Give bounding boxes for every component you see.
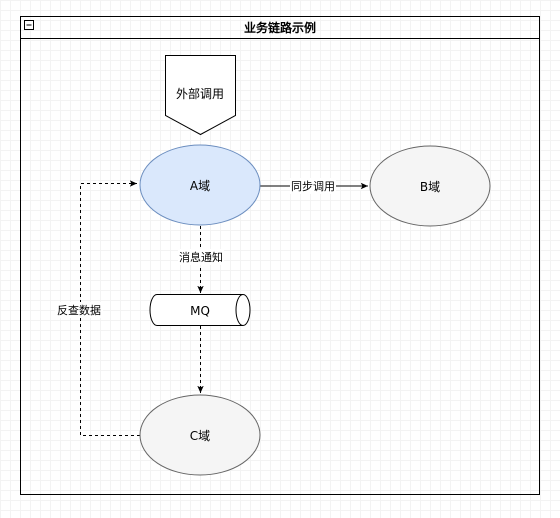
node-domain-c[interactable]: C域 <box>139 394 261 476</box>
edge-a-to-mq[interactable]: 消息通知 <box>178 226 224 293</box>
collapse-icon[interactable] <box>24 20 34 30</box>
node-mq-queue[interactable]: MQ <box>149 294 251 326</box>
edge-c-to-a-label: 反查数据 <box>57 303 101 317</box>
node-domain-a[interactable]: A域 <box>139 144 261 226</box>
edge-a-to-b-label: 同步调用 <box>291 180 335 193</box>
diagram-container: 业务链路示例 <box>20 16 540 495</box>
node-domain-a-label: A域 <box>190 179 210 193</box>
node-domain-b-label: B域 <box>420 180 440 194</box>
node-domain-c-label: C域 <box>190 429 210 443</box>
node-external-call[interactable]: 外部调用 <box>165 55 236 136</box>
node-mq-label: MQ <box>190 304 210 318</box>
edge-c-to-a[interactable]: 反查数据 <box>55 180 140 436</box>
edge-a-to-mq-label: 消息通知 <box>179 250 223 264</box>
diagram-title: 业务链路示例 <box>244 20 316 35</box>
node-external-label: 外部调用 <box>176 86 224 101</box>
node-domain-b[interactable]: B域 <box>369 145 491 227</box>
edge-a-to-b[interactable]: 同步调用 <box>260 178 368 194</box>
